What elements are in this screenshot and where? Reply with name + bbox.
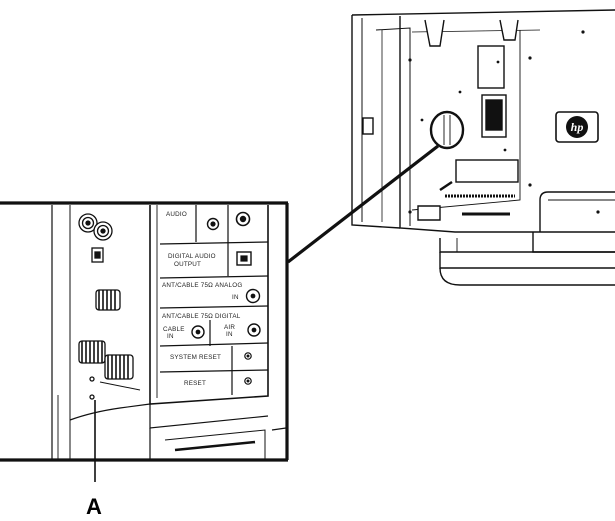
audio-jack-right-center [239, 215, 247, 223]
analog-in-coax [245, 288, 261, 304]
f-connector-lower-left [78, 340, 106, 364]
housing-bottom-panel [164, 429, 266, 460]
tv-board-module-inner [485, 99, 503, 131]
screw-hole-lower [89, 394, 95, 400]
panel-label-texts: AUDIO DIGITAL AUDIO OUTPUT ANT/CABLE 75Ω… [162, 211, 242, 387]
zoom-circle [429, 110, 465, 150]
cable-in-coax-center [195, 329, 201, 335]
air-in-coax-center [251, 327, 257, 333]
label-analog-in: IN [232, 294, 239, 301]
system-reset-button-center [246, 354, 250, 358]
label-air-in-1: AIR [224, 324, 235, 331]
small-port-center [94, 251, 101, 259]
label-reset: RESET [184, 380, 206, 387]
tv-stand-base-bottom [439, 267, 615, 286]
housing-curve [69, 403, 151, 421]
tv-board-lower-chip [455, 159, 519, 183]
system-reset-button [244, 352, 252, 360]
tv-lower-block [417, 205, 441, 221]
rca-connector-right [93, 221, 113, 241]
f-connector-lower-right [104, 354, 134, 380]
callout-a-label: A [86, 494, 102, 519]
label-audio: AUDIO [166, 211, 187, 218]
tv-board-chip [477, 45, 505, 89]
tv-screws [408, 30, 600, 214]
tv-rear-view [351, 9, 615, 286]
audio-jack-left [206, 217, 220, 231]
reset-button [244, 377, 252, 385]
label-ant-cable-analog: ANT/CABLE 75Ω ANALOG [162, 282, 242, 289]
zoom-circle-detail [443, 115, 451, 145]
screw-hole-upper [89, 376, 95, 382]
divider-1 [159, 241, 269, 245]
f-connector-middle [95, 289, 121, 311]
tv-top-bracket-right [499, 19, 519, 41]
tv-board-right [411, 30, 521, 211]
rca-connector-left [78, 213, 98, 233]
cable-in-coax [191, 325, 205, 339]
housing-ledge [99, 381, 141, 391]
housing-bottom-right [271, 427, 287, 431]
tv-side-slot [362, 117, 374, 135]
zoomed-connector-panel: AUDIO DIGITAL AUDIO OUTPUT ANT/CABLE 75Ω… [0, 201, 289, 462]
optical-port [236, 251, 252, 266]
hp-logo-text: hp [571, 120, 584, 134]
tv-top-bracket [424, 19, 445, 47]
tv-stand-neck [539, 191, 615, 232]
tv-board-outline [399, 16, 615, 233]
label-panel-outline [149, 205, 269, 405]
tv-stand-base-top [439, 238, 615, 253]
tv-left-frame [351, 15, 401, 229]
tv-small-part [439, 180, 453, 192]
divider-3 [159, 305, 269, 309]
tv-top-edge [351, 9, 615, 16]
label-air-in-2: IN [226, 331, 233, 338]
divider-4 [159, 342, 269, 347]
tv-side-panel [375, 27, 411, 226]
divider-2 [159, 275, 269, 279]
label-ant-cable-digital: ANT/CABLE 75Ω DIGITAL [162, 313, 241, 320]
optical-port-center [240, 255, 248, 262]
label-digital-audio-1: DIGITAL AUDIO [168, 253, 216, 260]
audio-jack-right [235, 211, 251, 227]
hp-logo-circle [566, 116, 588, 138]
label-system-reset: SYSTEM RESET [170, 354, 221, 361]
tv-stand-base-front [439, 252, 615, 269]
audio-jack-left-center [210, 221, 216, 227]
zoom-leader-line [287, 144, 439, 264]
analog-in-coax-center [250, 293, 256, 299]
housing-lower-step [149, 404, 269, 429]
housing-bottom-strip [174, 440, 256, 452]
label-digital-audio-2: OUTPUT [174, 261, 201, 268]
tv-stand-column [532, 232, 615, 253]
divider-5 [159, 369, 269, 373]
label-cable-in-2: IN [167, 333, 174, 340]
air-in-coax [247, 323, 261, 337]
label-cable-in-1: CABLE [163, 326, 185, 333]
reset-button-center [246, 379, 250, 383]
